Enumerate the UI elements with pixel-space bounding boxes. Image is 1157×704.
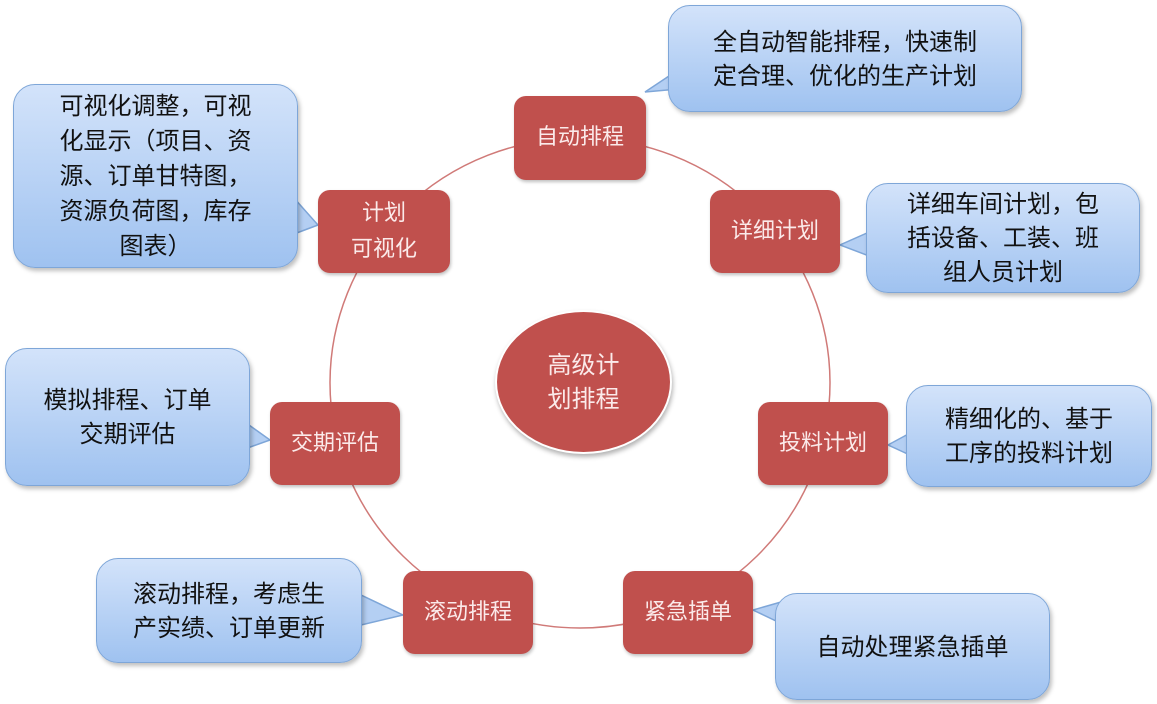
node-material-plan: 投料计划 (758, 402, 888, 485)
node-label: 投料计划 (778, 430, 867, 456)
node-auto-scheduling: 自动排程 (514, 96, 646, 180)
center-label: 划排程 (547, 385, 620, 413)
callout-urgent-insert: 自动处理紧急插单 (775, 593, 1050, 700)
callout-text: 化显示（项目、资 (59, 126, 252, 155)
callout-text: 产实绩、订单更新 (133, 613, 325, 642)
callout-rolling-scheduling: 滚动排程，考虑生产实绩、订单更新 (96, 558, 362, 663)
callout-text: 资源负荷图，库存 (59, 196, 252, 225)
callout-auto-scheduling: 全自动智能排程，快速制定合理、优化的生产计划 (668, 5, 1022, 112)
callout-text: 括设备、工装、班 (907, 224, 1099, 252)
node-urgent-insert: 紧急插单 (623, 571, 753, 654)
callout-text: 详细车间计划，包 (907, 190, 1099, 218)
callout-text: 源、订单甘特图， (59, 161, 252, 190)
node-label: 交期评估 (290, 430, 379, 456)
callout-text: 模拟排程、订单 (43, 386, 212, 414)
callout-plan-visualization: 可视化调整，可视化显示（项目、资源、订单甘特图， 资源负荷图，库存图表） (13, 84, 298, 268)
node-rolling-scheduling: 滚动排程 (403, 571, 533, 654)
callout-delivery-evaluation: 模拟排程、订单交期评估 (5, 348, 250, 486)
callout-text: 组人员计划 (943, 258, 1063, 286)
node-delivery-evaluation: 交期评估 (270, 402, 400, 485)
callout-text: 图表） (119, 231, 192, 260)
callout-text: 自动处理紧急插单 (816, 632, 1009, 661)
callout-detailed-plan: 详细车间计划，包括设备、工装、班组人员计划 (866, 183, 1140, 293)
center-node-advanced-scheduling: 高级计 划排程 (495, 310, 672, 454)
node-label: 滚动排程 (423, 599, 512, 625)
node-plan-visualization: 计划可视化 (318, 190, 450, 273)
node-label: 详细计划 (730, 218, 819, 244)
node-detailed-plan: 详细计划 (710, 190, 840, 273)
node-label: 可视化 (350, 236, 417, 262)
callout-text: 精细化的、基于 (945, 405, 1113, 433)
node-label: 计划 (361, 200, 406, 226)
callout-text: 可视化调整，可视 (59, 91, 252, 120)
node-label: 紧急插单 (643, 599, 732, 625)
callout-text: 全自动智能排程，快速制 (713, 27, 977, 56)
node-label: 自动排程 (535, 125, 624, 150)
callout-material-plan: 精细化的、基于工序的投料计划 (906, 385, 1152, 487)
callout-text: 定合理、优化的生产计划 (713, 61, 977, 90)
callout-text: 滚动排程，考虑生 (133, 579, 325, 608)
callout-text: 工序的投料计划 (945, 439, 1113, 467)
callout-text: 交期评估 (79, 420, 176, 448)
center-label: 高级计 (547, 351, 620, 379)
